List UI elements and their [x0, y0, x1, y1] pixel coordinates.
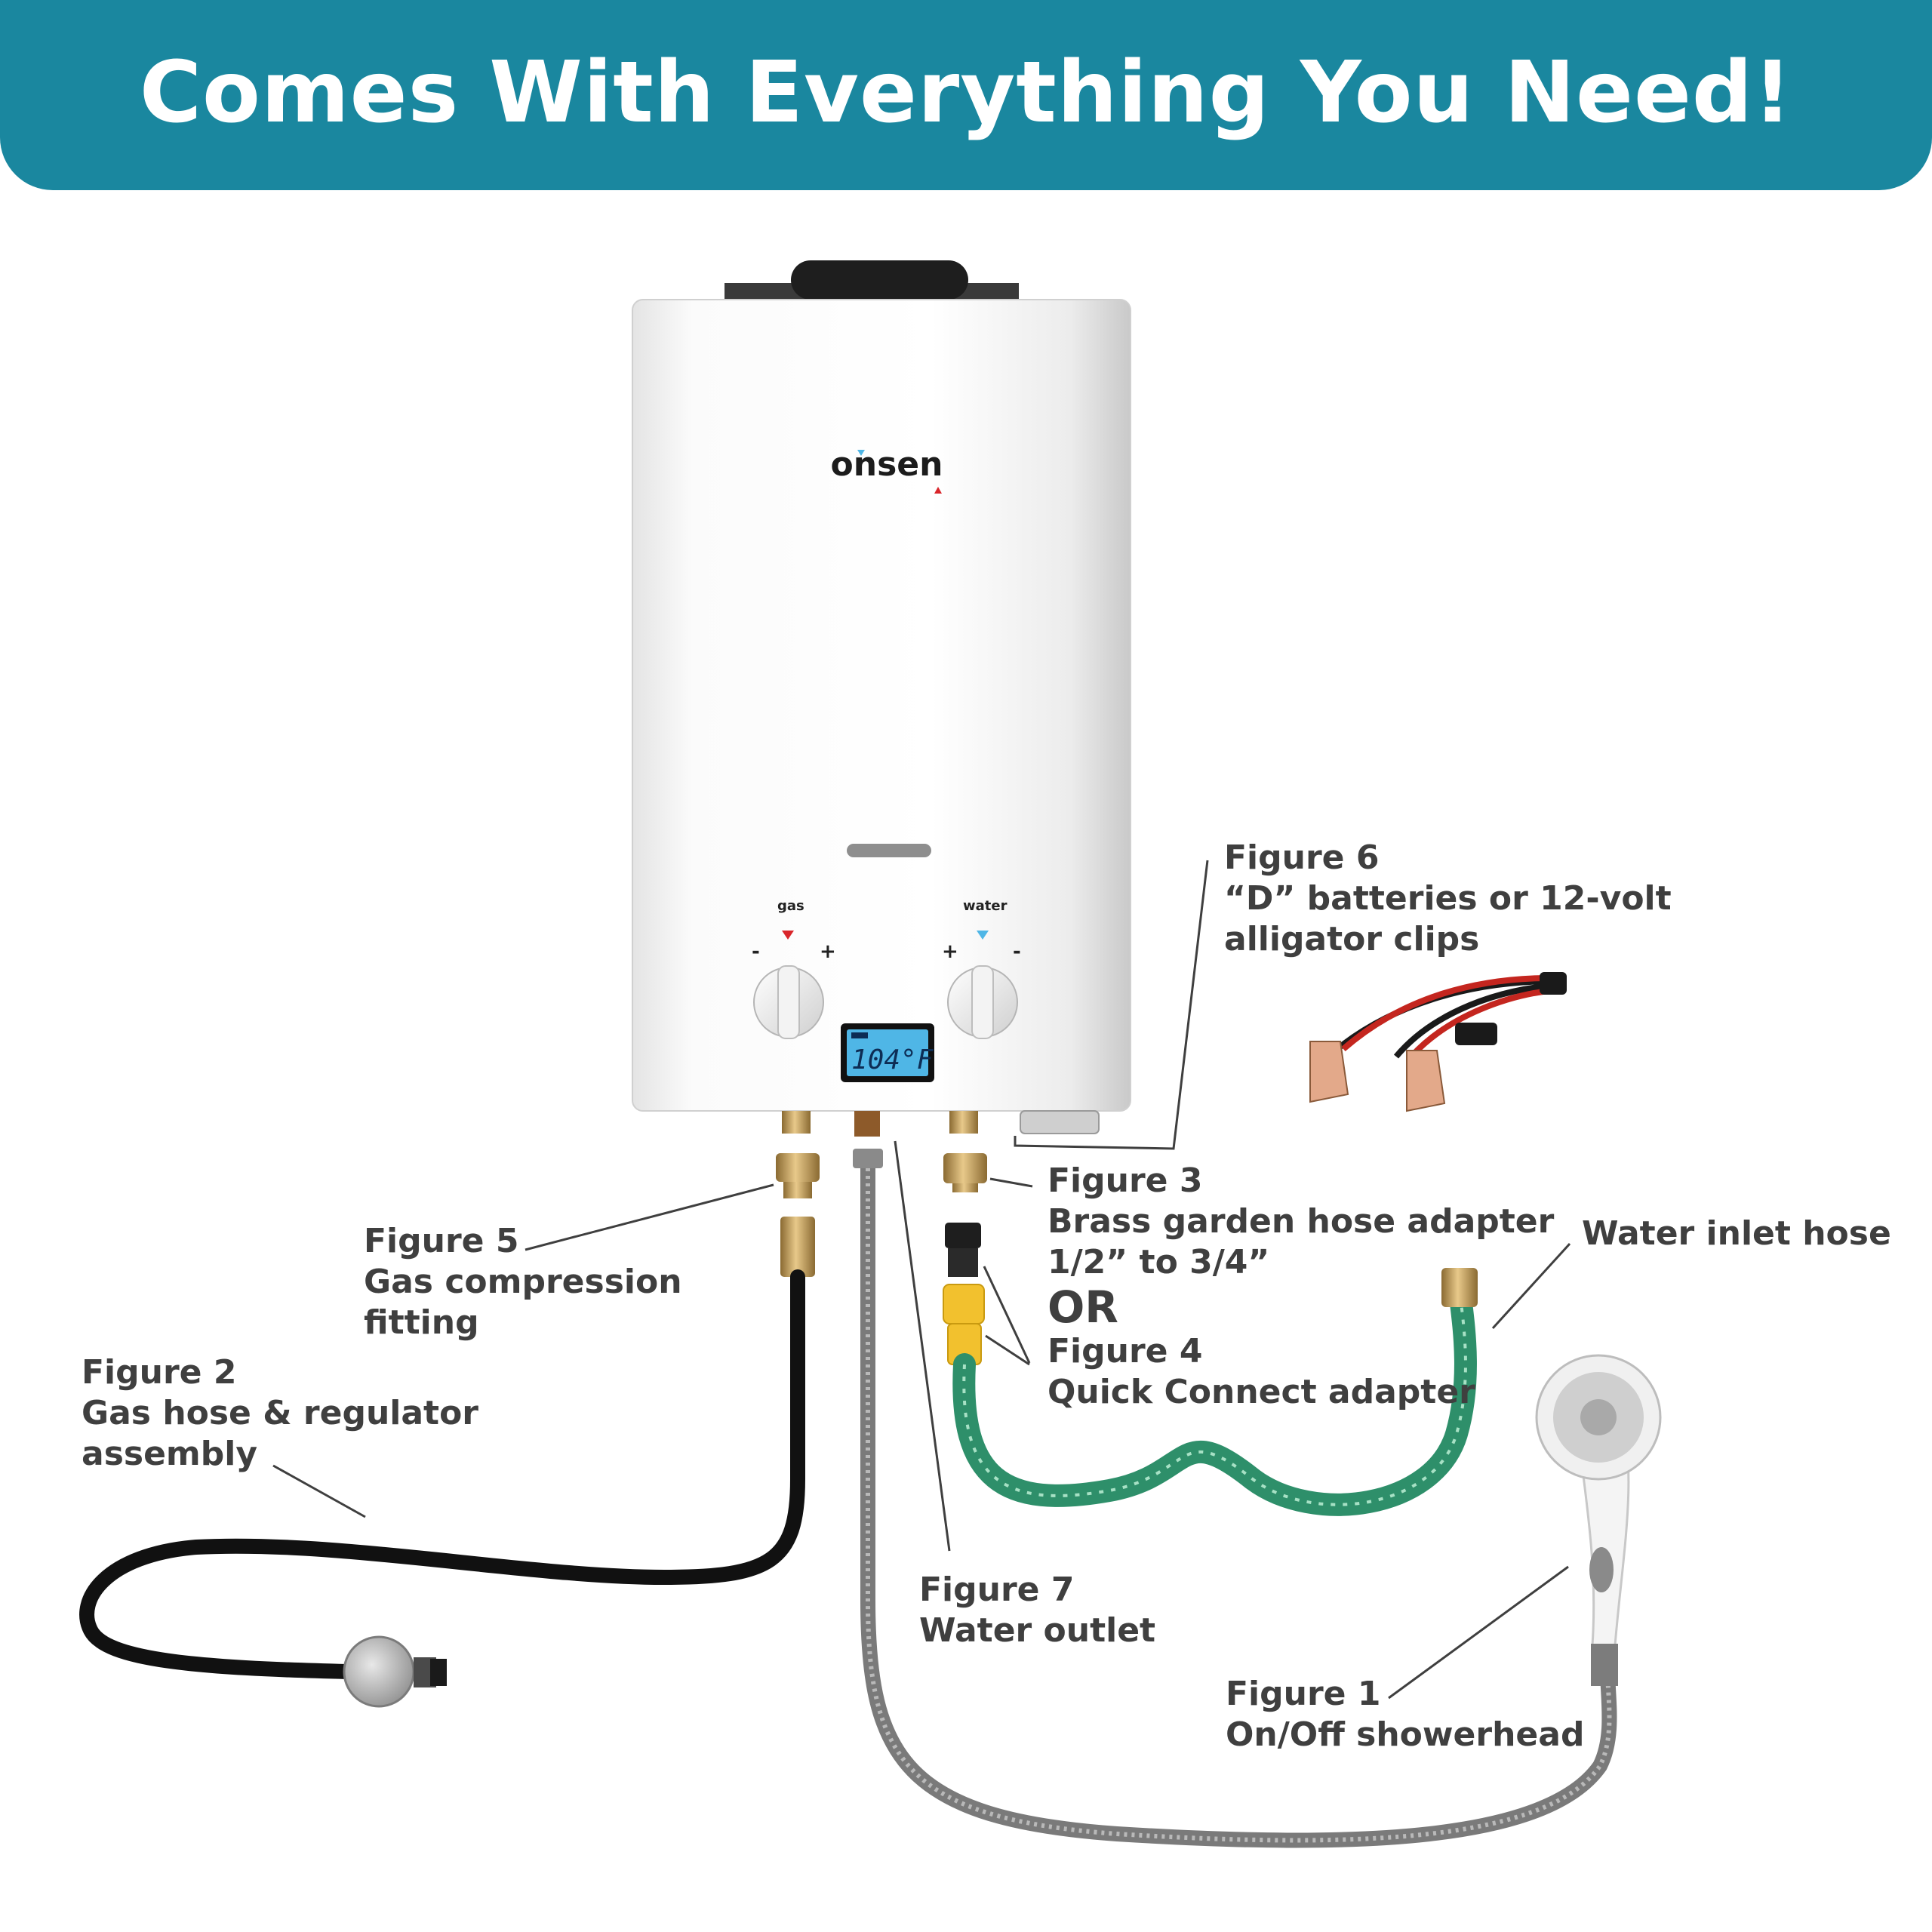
callout-figure-6: Figure 6 “D” batteries or 12-volt alliga… [1224, 838, 1672, 960]
alligator-clips-icon [1309, 972, 1567, 1112]
callout-title: Figure 5 [364, 1222, 519, 1260]
or-separator: OR [1048, 1281, 1118, 1333]
callout-title: Figure 2 [82, 1353, 237, 1392]
callout-text: Water inlet hose [1582, 1214, 1891, 1253]
quick-connect-adapter-icon [943, 1223, 985, 1365]
callout-title: Figure 1 [1226, 1675, 1381, 1713]
vent-grille-icon [847, 844, 931, 857]
callout-title: Figure 3 [1048, 1161, 1203, 1200]
callout-text: 1/2” to 3/4” [1048, 1243, 1270, 1281]
callout-text: Gas compression [364, 1263, 682, 1301]
callout-text: alligator clips [1224, 920, 1480, 958]
brass-fitting-icon [776, 1153, 820, 1277]
gas-knob-icon [753, 931, 824, 1039]
showerhead-icon [1535, 1354, 1662, 1686]
callout-text: “D” batteries or 12-volt [1224, 879, 1672, 918]
brass-garden-adapter-icon [943, 1153, 987, 1192]
callout-text: Quick Connect adapter [1048, 1373, 1475, 1411]
callout-figure-7: Figure 7 Water outlet [919, 1570, 1155, 1651]
lcd-display-icon [841, 1023, 934, 1082]
callout-figure-1: Figure 1 On/Off showerhead [1226, 1674, 1584, 1755]
callout-water-inlet-hose: Water inlet hose [1582, 1214, 1891, 1254]
gas-knob-label: gas [777, 898, 804, 914]
callout-text: On/Off showerhead [1226, 1715, 1585, 1754]
title-banner: Comes With Everything You Need! [0, 0, 1932, 190]
gas-hose-icon [79, 1269, 805, 1679]
banner-title: Comes With Everything You Need! [139, 44, 1793, 142]
water-heater-icon [632, 260, 1131, 1112]
regulator-icon [343, 1635, 447, 1708]
callout-text: fitting [364, 1303, 479, 1342]
gas-plus-label: + [820, 940, 836, 963]
water-knob-icon [947, 931, 1018, 1039]
callout-figure-2: Figure 2 Gas hose & regulator assembly [82, 1352, 478, 1475]
water-plus-label: + [942, 940, 958, 963]
callout-title: Figure 6 [1224, 838, 1380, 877]
heater-connectors [782, 1110, 1100, 1137]
callout-leader-lines [272, 860, 1571, 1700]
water-minus-label: - [1013, 940, 1021, 963]
callout-figure-3: Figure 3 Brass garden hose adapter 1/2” … [1048, 1161, 1554, 1413]
brand-logo: onsen [830, 445, 943, 484]
braided-hose-icon [853, 1149, 1617, 1848]
callout-text: assembly [82, 1435, 258, 1473]
logo-drop-icon [857, 450, 865, 456]
logo-flame-icon [934, 487, 942, 494]
callout-text: Water outlet [919, 1611, 1156, 1650]
gas-minus-label: - [752, 940, 760, 963]
callout-figure-5: Figure 5 Gas compression fitting [364, 1221, 682, 1343]
callout-title: Figure 4 [1048, 1332, 1203, 1371]
callout-text: Brass garden hose adapter [1048, 1202, 1555, 1241]
callout-text: Gas hose & regulator [82, 1394, 479, 1432]
garden-hose-icon [952, 1268, 1478, 1516]
lcd-temperature-reading: 104°F [851, 1044, 934, 1075]
water-knob-label: water [963, 898, 1008, 914]
callout-title: Figure 7 [919, 1571, 1075, 1609]
